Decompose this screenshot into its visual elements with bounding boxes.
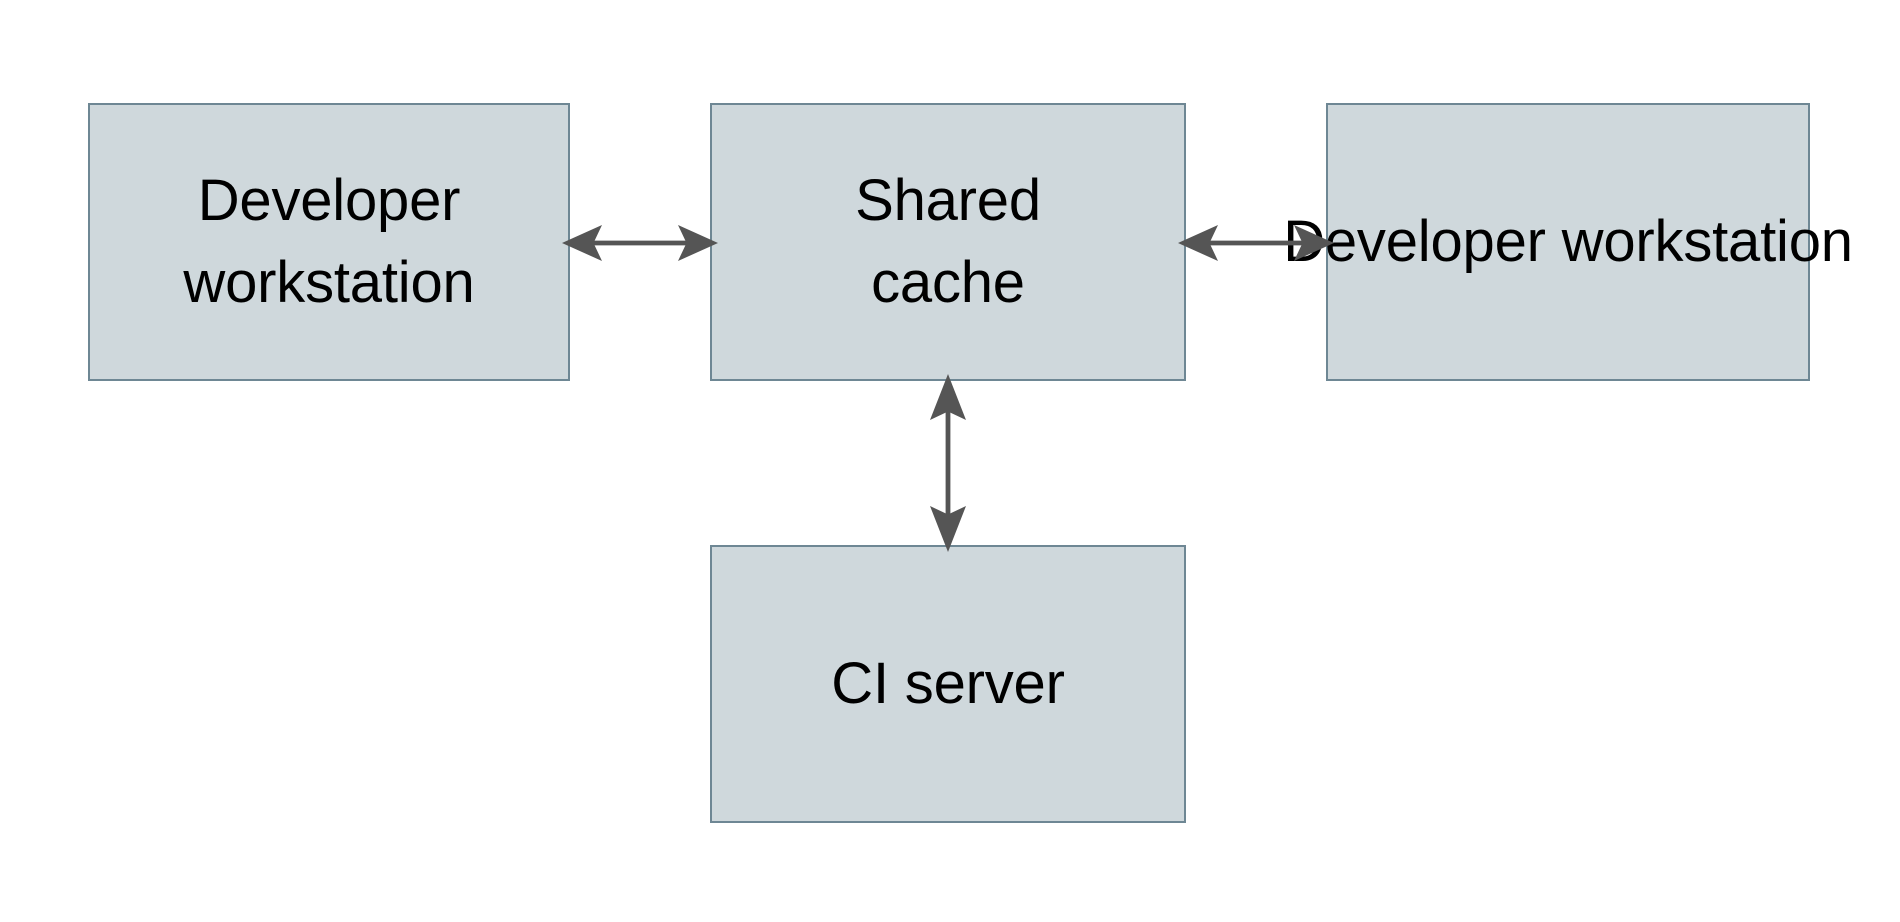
arrowhead-left: [562, 225, 602, 261]
arrow-shaft: [945, 404, 951, 522]
arrowhead-up: [930, 374, 966, 420]
edge-developer-left-to-shared-cache: [562, 225, 718, 261]
node-label: Shared cache: [855, 167, 1041, 315]
arrow-shaft: [590, 240, 690, 246]
edge-shared-cache-to-ci-server: [930, 374, 966, 552]
node-developer-workstation-left[interactable]: Developer workstation: [88, 103, 570, 381]
node-shared-cache[interactable]: Shared cache: [710, 103, 1186, 381]
node-developer-workstation-right[interactable]: Developer workstation: [1283, 103, 1853, 381]
node-label: Developer workstation: [1283, 208, 1853, 274]
node-label: CI server: [831, 650, 1065, 716]
node-label: Developer workstation: [183, 167, 475, 315]
node-ci-server[interactable]: CI server: [710, 545, 1186, 823]
arrowhead-right: [1294, 225, 1334, 261]
arrow-shaft: [1206, 240, 1306, 246]
arrowhead-left: [1178, 225, 1218, 261]
arrowhead-down: [930, 506, 966, 552]
arrowhead-right: [678, 225, 718, 261]
edge-shared-cache-to-developer-right: [1178, 225, 1334, 261]
